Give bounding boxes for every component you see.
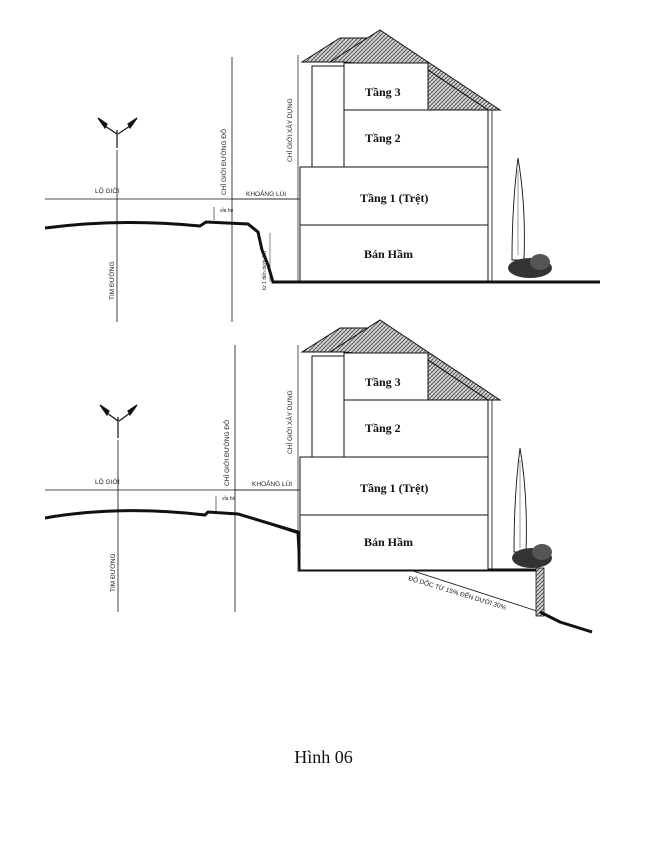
house-1: [299, 29, 502, 282]
slope-note: ĐỘ DỐC TỪ 15% ĐẾN DƯỚI 30%: [407, 572, 507, 611]
khoang-lui-label: KHOẢNG LÙI: [246, 189, 286, 198]
khoang-lui-label: KHOẢNG LÙI: [252, 479, 292, 488]
street-lamp-icon: [99, 404, 138, 438]
tang1-label: Tầng 1 (Trệt): [360, 481, 428, 495]
ham-label: Bán Hầm: [364, 535, 413, 549]
section-diagram-2: TIM ĐƯỜNG LỘ GIỚI CHỈ GIỚI ĐƯỜNG ĐỎ CHỈ …: [44, 319, 593, 634]
tang1-label: Tầng 1 (Trệt): [360, 191, 428, 205]
street-lamp-icon: [97, 117, 138, 148]
tang2-label: Tầng 2: [365, 421, 401, 435]
via-he-label: vỉa hè: [220, 207, 234, 214]
tang3-label: Tầng 3: [365, 375, 401, 389]
chi-gioi-xay-dung-label: CHỈ GIỚI XÂY DỰNG: [285, 98, 294, 162]
ground-profile: [44, 509, 540, 572]
depth-note: từ 1 đến dưới 3m: [262, 251, 268, 290]
floor-tang1: [299, 456, 489, 516]
figure-caption: Hình 06: [294, 747, 353, 767]
via-he-label: vỉa hè: [222, 495, 236, 502]
tang3-label: Tầng 3: [365, 85, 401, 99]
tree-icon: [508, 157, 552, 278]
floor-tang2: [343, 109, 489, 168]
floor-tang3: [343, 352, 429, 401]
tang2-label: Tầng 2: [365, 131, 401, 145]
tim-duong-label: TIM ĐƯỜNG: [107, 261, 116, 300]
house-2: [299, 319, 502, 571]
ground-profile: [44, 220, 600, 284]
floor-ham: [299, 514, 489, 571]
section-diagram-1: TIM ĐƯỜNG LỘ GIỚI CHỈ GIỚI ĐƯỜNG ĐỎ CHỈ …: [44, 29, 600, 322]
floor-ham: [299, 224, 489, 282]
lo-gioi-label: LỘ GIỚI: [95, 186, 120, 195]
ham-label: Bán Hầm: [364, 247, 413, 261]
retaining-wall: [535, 567, 545, 617]
floor-tang2: [343, 399, 489, 458]
tim-duong-label: TIM ĐƯỜNG: [108, 553, 117, 592]
floor-tang3: [343, 62, 429, 111]
chi-gioi-duong-do-label: CHỈ GIỚI ĐƯỜNG ĐỎ: [219, 129, 228, 195]
tree-icon: [512, 447, 552, 568]
floor-tang1: [299, 166, 489, 226]
chi-gioi-xay-dung-label: CHỈ GIỚI XÂY DỰNG: [285, 390, 294, 454]
chi-gioi-duong-do-label: CHỈ GIỚI ĐƯỜNG ĐỎ: [222, 420, 231, 486]
lo-gioi-label: LỘ GIỚI: [95, 477, 120, 486]
